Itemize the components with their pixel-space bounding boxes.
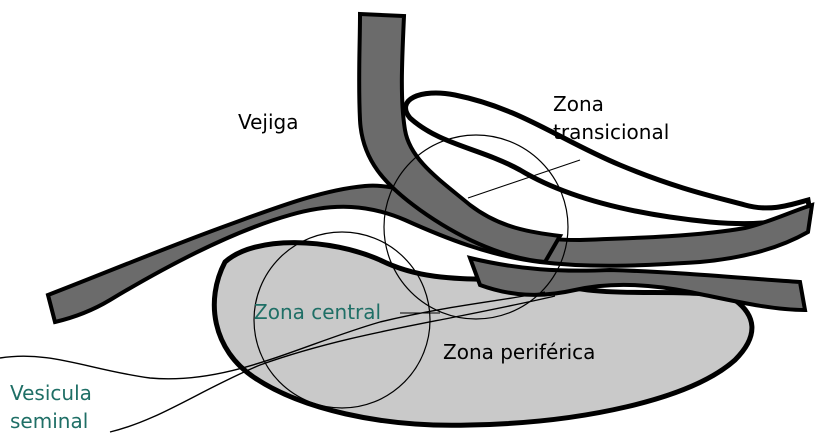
label-zona-transicional-line2: transicional xyxy=(553,120,669,144)
label-vejiga: Vejiga xyxy=(238,110,299,134)
label-zona-transicional-line1: Zona xyxy=(553,92,604,116)
label-vesicula-line1: Vesicula xyxy=(10,381,92,405)
label-vesicula-line2: seminal xyxy=(10,409,88,433)
label-zona-periferica: Zona periférica xyxy=(443,340,595,364)
label-zona-central: Zona central xyxy=(254,300,381,324)
